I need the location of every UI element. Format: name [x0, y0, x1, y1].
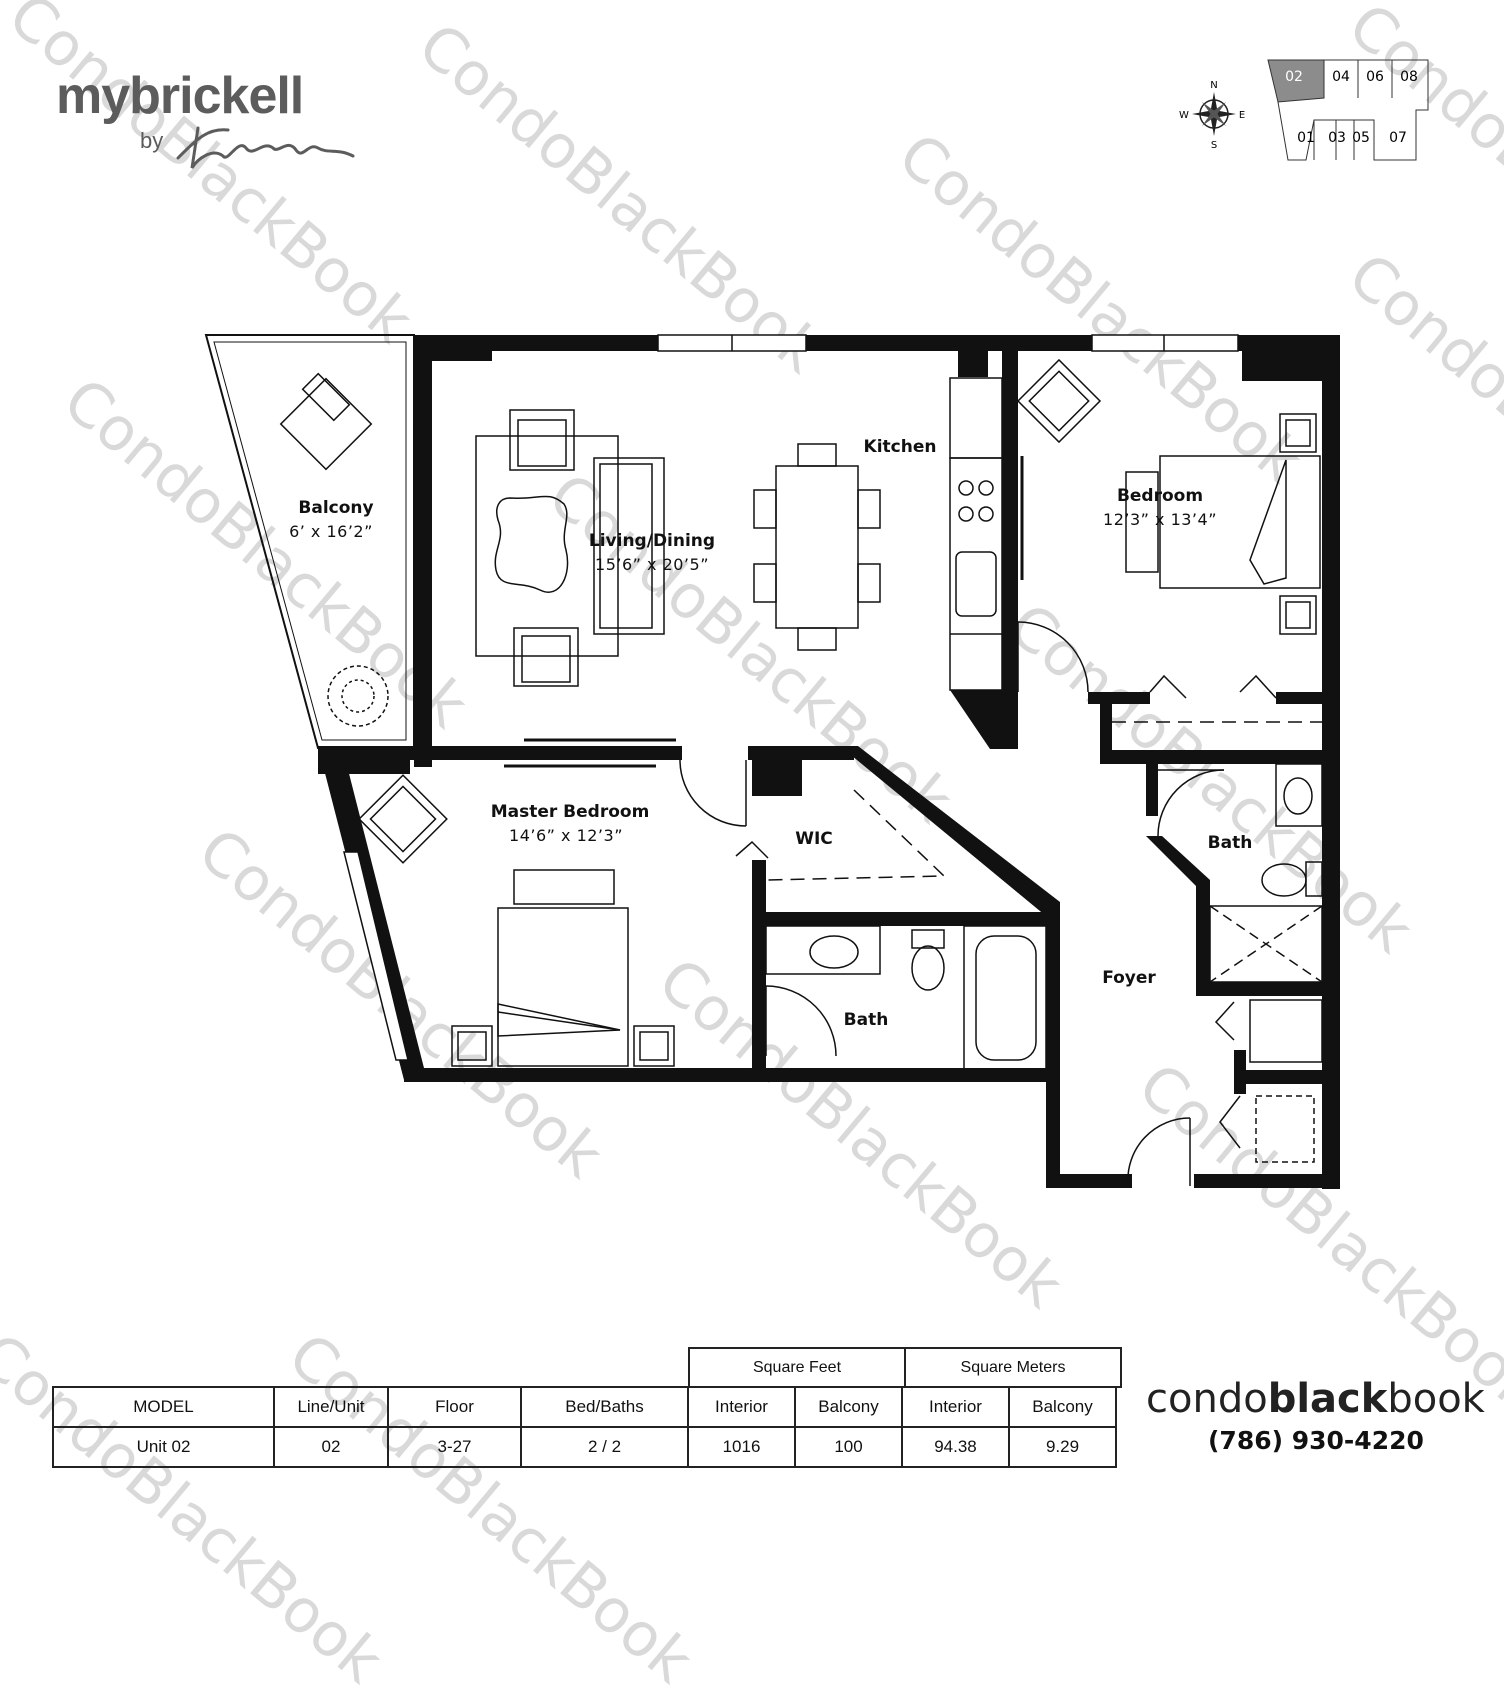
- room-dim-master-bedroom: 14’6” x 12’3”: [509, 826, 623, 845]
- room-label-foyer: Foyer: [1102, 968, 1156, 988]
- keyplan-unit-05: 05: [1352, 130, 1370, 146]
- compass-west: W: [1179, 110, 1189, 121]
- keyplan-unit-08: 08: [1400, 69, 1418, 85]
- header-model: MODEL: [52, 1386, 275, 1428]
- header-square-meters: Square Meters: [904, 1347, 1122, 1388]
- room-dim-living-dining: 15’6” x 20’5”: [595, 555, 709, 574]
- header-square-feet: Square Feet: [688, 1347, 906, 1388]
- room-label-bath-second: Bath: [1207, 833, 1253, 853]
- room-dim-bedroom: 12’3” x 13’4”: [1103, 510, 1217, 529]
- room-dim-balcony: 6’ x 16’2”: [289, 522, 373, 541]
- cell-sqm-balcony: 9.29: [1008, 1426, 1117, 1468]
- keyplan-unit-03: 03: [1328, 130, 1346, 146]
- condoblackbook-logo: condoblackbook: [1146, 1376, 1485, 1422]
- room-label-bedroom: Bedroom: [1116, 486, 1204, 506]
- table-header-row: MODEL Line/Unit Floor Bed/Baths Interior…: [52, 1386, 1117, 1428]
- compass-east: E: [1239, 110, 1245, 121]
- keyplan-unit-02: 02: [1285, 69, 1303, 85]
- cell-bed-baths: 2 / 2: [520, 1426, 689, 1468]
- cell-model: Unit 02: [52, 1426, 275, 1468]
- phone-number: (786) 930-4220: [1208, 1426, 1424, 1455]
- keyplan-unit-04: 04: [1332, 69, 1350, 85]
- header-line-unit: Line/Unit: [273, 1386, 389, 1428]
- brand-by-text: by: [140, 128, 164, 153]
- compass-north: N: [1210, 80, 1217, 91]
- logo-part-black: black: [1267, 1376, 1388, 1422]
- header-sqft-interior: Interior: [687, 1386, 796, 1428]
- cell-sqft-balcony: 100: [794, 1426, 903, 1468]
- watermark-text: CondoBlackBook: [275, 1320, 706, 1697]
- floor-plan: [204, 334, 1340, 1189]
- room-label-balcony: Balcony: [298, 498, 374, 518]
- table-row: Unit 02 02 3-27 2 / 2 1016 100 94.38 9.2…: [52, 1426, 1117, 1468]
- cell-floor: 3-27: [387, 1426, 522, 1468]
- cell-sqm-interior: 94.38: [901, 1426, 1010, 1468]
- keyplan-unit-01: 01: [1297, 130, 1315, 146]
- header-sqm-balcony: Balcony: [1008, 1386, 1117, 1428]
- key-plan: 02 04 06 08 01 03 05 07: [1267, 59, 1429, 161]
- spec-group-headers: Square Feet Square Meters: [688, 1347, 1122, 1388]
- room-label-living-dining: Living/Dining: [588, 531, 716, 551]
- logo-part-condo: condo: [1146, 1376, 1268, 1422]
- room-label-kitchen: Kitchen: [863, 437, 937, 457]
- signature-logo: [176, 126, 355, 169]
- header-bed-baths: Bed/Baths: [520, 1386, 689, 1428]
- header-floor: Floor: [387, 1386, 522, 1428]
- header-sqft-balcony: Balcony: [794, 1386, 903, 1428]
- brand-logo: mybrickell: [56, 67, 304, 125]
- logo-part-book: book: [1387, 1376, 1485, 1422]
- room-label-master-bedroom: Master Bedroom: [490, 802, 650, 822]
- compass-south: S: [1211, 140, 1217, 151]
- keyplan-unit-06: 06: [1366, 69, 1384, 85]
- compass-icon: N S E W: [1179, 80, 1245, 151]
- watermark-text: CondoBlackBook: [0, 1320, 396, 1697]
- room-label-bath-master: Bath: [843, 1010, 889, 1030]
- spec-table: MODEL Line/Unit Floor Bed/Baths Interior…: [52, 1386, 1117, 1468]
- cell-sqft-interior: 1016: [687, 1426, 796, 1468]
- room-label-wic: WIC: [795, 829, 833, 849]
- keyplan-unit-07: 07: [1389, 130, 1407, 146]
- header-sqm-interior: Interior: [901, 1386, 1010, 1428]
- cell-line-unit: 02: [273, 1426, 389, 1468]
